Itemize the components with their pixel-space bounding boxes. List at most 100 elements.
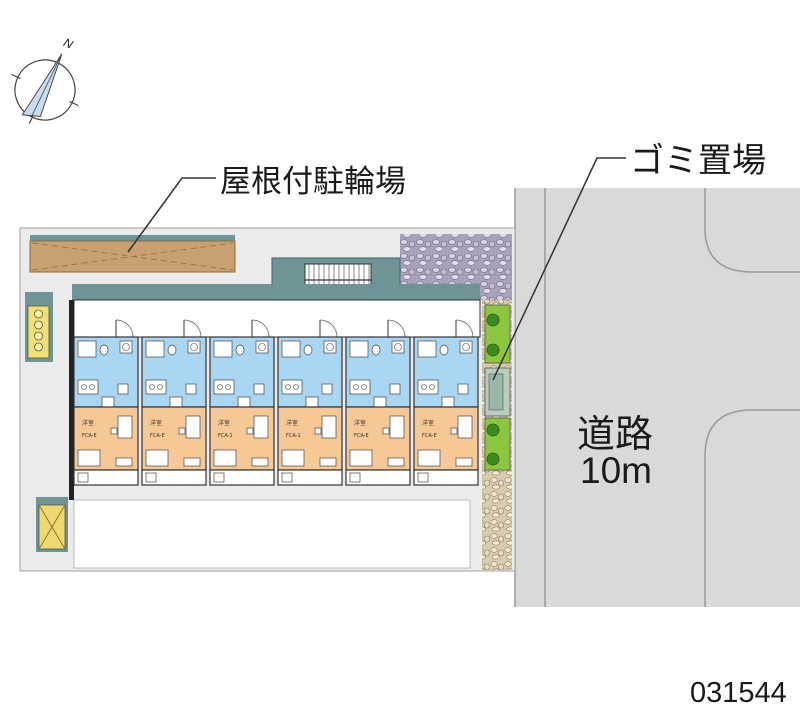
stove-icon: [353, 384, 359, 390]
ac-outdoor-unit: [281, 472, 293, 483]
kitchen-counter: [281, 379, 303, 395]
entry-step: [441, 396, 455, 408]
door-swing-arc: [251, 319, 270, 338]
building-eave: [72, 284, 480, 300]
stove-icon: [89, 384, 95, 390]
unit-code-label: FCA-E: [150, 433, 165, 439]
refrigerator: [117, 383, 129, 395]
stove-icon: [293, 384, 299, 390]
unit-code-label: FCA-1: [286, 433, 301, 439]
refrigerator: [185, 383, 197, 395]
unit-room-label: 洋室: [286, 419, 298, 427]
desk: [117, 415, 133, 439]
bed: [77, 449, 101, 467]
unit-code-label: FCA-E: [82, 433, 97, 439]
rear-walkway: [73, 499, 471, 569]
balcony: [277, 469, 343, 486]
balcony: [141, 469, 207, 486]
planter-north: [484, 304, 511, 364]
ac-outdoor-unit: [213, 472, 225, 483]
entry-step: [305, 396, 319, 408]
bathtub: [349, 340, 369, 358]
garbage-area-label: ゴミ置場: [630, 141, 766, 181]
ac-outdoor-unit: [77, 472, 89, 483]
washer-space: [459, 340, 473, 354]
entry-step: [101, 396, 115, 408]
stove-icon: [421, 384, 427, 390]
stove-icon: [429, 384, 435, 390]
desk: [321, 415, 337, 439]
stove-icon: [285, 384, 291, 390]
apartment-unit: 洋室 FCA-1: [277, 319, 343, 486]
balcony: [413, 469, 479, 486]
compass: N: [11, 35, 79, 124]
bathtub: [281, 340, 301, 358]
compass-north-label: N: [61, 35, 75, 51]
door-swing-arc: [387, 319, 406, 338]
kitchen-counter: [417, 379, 439, 395]
unit-code-label: FCA-E: [354, 433, 369, 439]
toilet-icon: [99, 344, 109, 356]
bike-parking-leader-line: [127, 177, 216, 253]
stove-icon: [217, 384, 223, 390]
unit-room-label: 洋室: [150, 419, 162, 427]
meter-icon: [34, 309, 43, 319]
road-name-label: 道路: [577, 412, 653, 456]
stove-icon: [81, 384, 87, 390]
road-surface: [515, 188, 800, 607]
compass-needle-axis: [31, 53, 63, 117]
road-width-label: 10m: [580, 450, 652, 491]
meter-box: [25, 292, 53, 362]
units: 洋室FCA-E洋室FCA-E洋室FCA-1洋室FCA-1洋室FCA-E洋室FCA…: [73, 319, 479, 486]
tv-stand: [387, 457, 405, 467]
balcony: [209, 469, 275, 486]
corridor: [73, 299, 481, 338]
bed: [417, 449, 441, 467]
chair: [178, 427, 186, 435]
kitchen-counter: [349, 379, 371, 395]
toilet-icon: [235, 344, 245, 356]
washer-space: [187, 340, 201, 354]
washer-drum-icon: [190, 343, 198, 351]
apartment-unit: 洋室 FCA-E: [73, 319, 139, 486]
refrigerator: [321, 383, 333, 395]
chair: [382, 427, 390, 435]
compass-tick-east: [69, 100, 79, 107]
shrub-icon: [486, 452, 500, 466]
storage-box-cross-b: [38, 504, 66, 550]
washer-space: [255, 340, 269, 354]
tv-stand: [455, 457, 473, 467]
balcony: [345, 469, 411, 486]
bed: [145, 449, 169, 467]
desk: [253, 415, 269, 439]
entry-step: [373, 396, 387, 408]
door-swing-arc: [455, 319, 474, 338]
unit-room-label: 洋室: [82, 419, 94, 427]
curb-corner-top: [704, 188, 800, 273]
kitchen-counter: [145, 379, 167, 395]
road: 道路 10m: [514, 188, 800, 607]
bed: [349, 449, 373, 467]
meter-icon: [34, 331, 43, 341]
ac-outdoor-unit: [417, 472, 429, 483]
garbage-area-leader-line: [492, 157, 626, 381]
door-swing-arc: [183, 319, 202, 338]
desk: [389, 415, 405, 439]
ac-outdoor-unit: [349, 472, 361, 483]
kitchen-counter: [77, 379, 99, 395]
refrigerator: [389, 383, 401, 395]
bed: [213, 449, 237, 467]
entry-step: [169, 396, 183, 408]
toilet-icon: [167, 344, 177, 356]
shrub-icon: [486, 343, 500, 357]
bike-parking-label: 屋根付駐輪場: [220, 164, 406, 200]
stove-icon: [225, 384, 231, 390]
refrigerator: [253, 383, 265, 395]
bike-parking-cross-b: [31, 242, 234, 271]
bathtub: [417, 340, 437, 358]
chair: [450, 427, 458, 435]
bathtub: [213, 340, 233, 358]
